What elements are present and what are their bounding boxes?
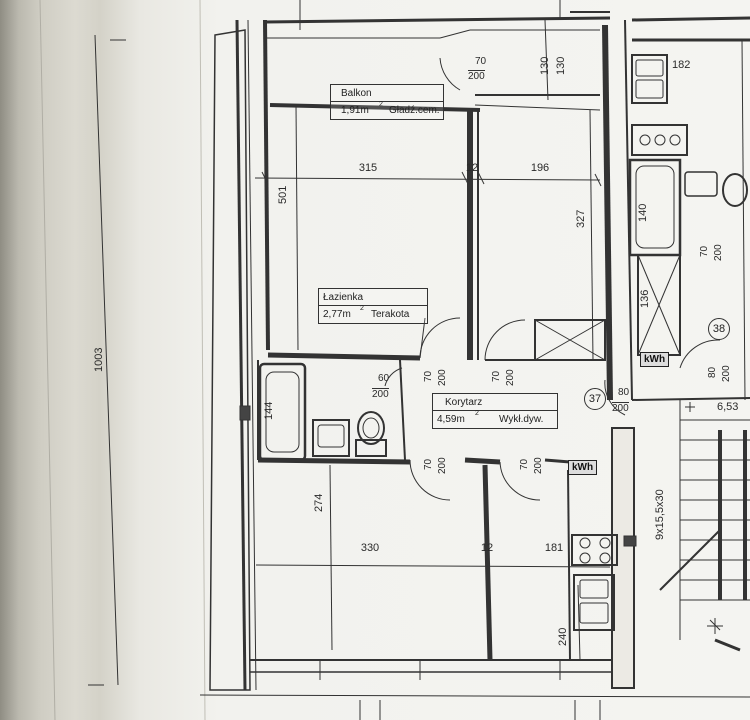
dim-182: 182 bbox=[672, 59, 691, 71]
dim-6-53: 6,53 bbox=[717, 401, 739, 413]
room-area-balkon: 1,91m bbox=[341, 105, 369, 116]
room-finish-balkon: Gładź.cem. bbox=[389, 105, 440, 116]
stair-dimension: 9x15,5x30 bbox=[654, 489, 666, 540]
room-area-unit-korytarz: 2 bbox=[475, 410, 479, 417]
door-1-height: 200 bbox=[437, 369, 448, 386]
overall-dimension-line bbox=[94, 34, 119, 686]
room-label-korytarz: Korytarz 4,59m 2 Wykł.dyw. bbox=[432, 393, 558, 429]
dim-130-a: 130 bbox=[539, 56, 551, 75]
door-top-width: 70 bbox=[475, 56, 487, 67]
door-6-height: 200 bbox=[713, 244, 724, 261]
dim-181: 181 bbox=[544, 542, 564, 554]
dim-12-bottom: 12 bbox=[480, 542, 494, 554]
door-bath-height: 200 bbox=[372, 388, 389, 400]
door-3-height: 200 bbox=[437, 457, 448, 474]
door-7-width: 80 bbox=[707, 366, 718, 378]
room-area-korytarz: 4,59m bbox=[437, 414, 465, 425]
marker-38: 38 bbox=[708, 318, 730, 340]
door-4-height: 200 bbox=[533, 457, 544, 474]
marker-37: 37 bbox=[584, 388, 606, 410]
dim-140: 140 bbox=[637, 203, 649, 222]
door-5-width: 80 bbox=[618, 387, 630, 398]
door-bath-width: 60 bbox=[378, 373, 390, 384]
door-top-height: 200 bbox=[468, 70, 485, 82]
door-3-width: 70 bbox=[423, 458, 434, 470]
door-2-width: 70 bbox=[491, 370, 502, 382]
dim-12-top: 12 bbox=[465, 162, 479, 174]
door-6-width: 70 bbox=[699, 245, 710, 257]
dim-240: 240 bbox=[557, 627, 569, 646]
room-name-korytarz: Korytarz bbox=[445, 397, 483, 408]
room-finish-lazienka: Terakota bbox=[371, 309, 410, 320]
dim-196: 196 bbox=[530, 162, 550, 174]
staircase bbox=[659, 400, 750, 652]
room-finish-korytarz: Wykł.dyw. bbox=[499, 414, 544, 425]
dim-144: 144 bbox=[263, 401, 275, 420]
door-4-width: 70 bbox=[519, 458, 530, 470]
page-fold-shadow bbox=[0, 0, 18, 720]
dim-315: 315 bbox=[358, 162, 378, 174]
dim-330: 330 bbox=[360, 542, 380, 554]
dim-274: 274 bbox=[313, 493, 325, 512]
room-label-balkon: Balkon 1,91m 2 Gładź.cem. bbox=[330, 84, 444, 120]
room-name-lazienka: Łazienka bbox=[323, 292, 364, 303]
electric-meter-kwh-2: kWh bbox=[568, 460, 598, 475]
door-1-width: 70 bbox=[423, 370, 434, 382]
overall-dimension-label: 1003 bbox=[93, 347, 105, 372]
room-label-lazienka: Łazienka 2,77m 2 Terakota bbox=[318, 288, 428, 324]
dim-136: 136 bbox=[639, 289, 651, 308]
dim-327: 327 bbox=[575, 209, 587, 228]
electric-meter-kwh-1: kWh bbox=[640, 352, 670, 367]
room-name-balkon: Balkon bbox=[341, 88, 372, 99]
room-area-lazienka: 2,77m bbox=[323, 309, 351, 320]
door-2-height: 200 bbox=[505, 369, 516, 386]
room-area-unit-balkon: 2 bbox=[379, 101, 383, 108]
dim-130-b: 130 bbox=[555, 56, 567, 75]
room-area-unit-lazienka: 2 bbox=[360, 305, 364, 312]
dim-501: 501 bbox=[277, 185, 289, 204]
outer-wall-left bbox=[209, 29, 251, 691]
door-7-height: 200 bbox=[721, 365, 732, 382]
door-5-height: 200 bbox=[612, 402, 629, 414]
